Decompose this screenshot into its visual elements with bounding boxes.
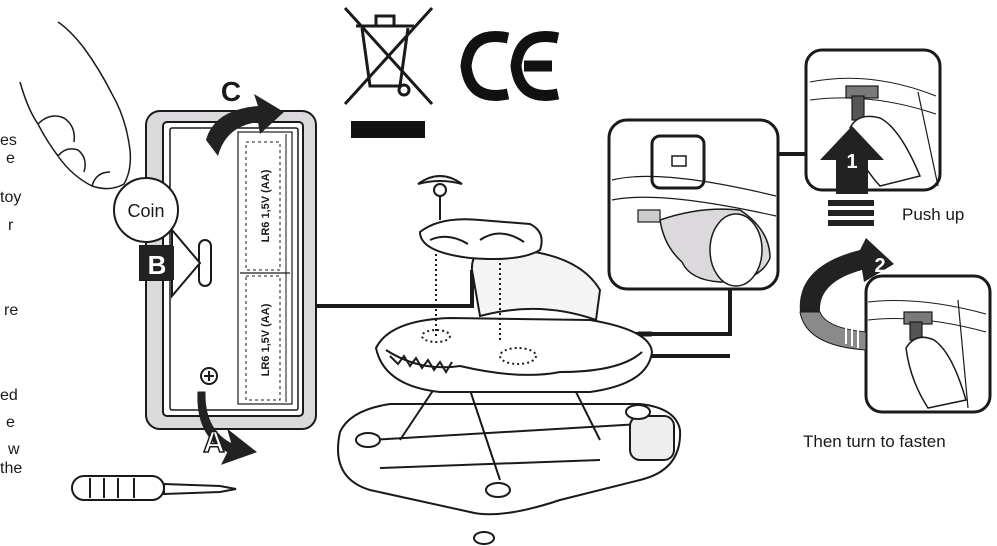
fragment-2: e	[6, 150, 15, 167]
ce-mark-icon	[460, 31, 560, 101]
arrow-c: C	[206, 76, 284, 156]
screwdriver-icon	[71, 475, 237, 501]
battery-label-top: LR6 1,5V (AA)	[260, 169, 272, 242]
arrow-a: A	[197, 391, 258, 465]
push-up-caption: Push up	[902, 205, 965, 224]
arrow-b: B	[139, 227, 202, 299]
fragment-9: the	[0, 460, 23, 477]
step-a-label: A	[203, 426, 225, 459]
weee-crossed-bin-icon	[343, 6, 434, 106]
turn-to-fasten-caption: Then turn to fasten	[803, 432, 946, 451]
step-1-label: 1	[846, 151, 857, 173]
fragment-8: w	[8, 441, 20, 458]
detail-inset-tray	[607, 118, 780, 291]
fragment-6: ed	[0, 387, 18, 404]
detail-inset-push-up	[804, 48, 942, 192]
turn-arrow: 2	[799, 238, 894, 351]
push-up-arrow: 1	[820, 126, 884, 226]
fragment-3: toy	[0, 189, 22, 206]
weee-bar	[351, 121, 425, 138]
walker-illustration	[337, 175, 682, 545]
fragment-7: e	[6, 414, 15, 431]
step-c-label: C	[221, 76, 241, 107]
detail-inset-turn	[864, 274, 992, 414]
step-2-label: 2	[874, 255, 885, 277]
coin-icon: Coin	[113, 177, 179, 243]
battery-compartment: LR6 1,5V (AA) LR6 1,5V (AA)	[145, 110, 317, 430]
battery-label-bottom: LR6 1,5V (AA)	[260, 303, 272, 376]
step-b-label: B	[148, 250, 167, 280]
coin-label: Coin	[127, 201, 164, 221]
fragment-1: es	[0, 132, 17, 149]
fragment-5: re	[4, 302, 19, 319]
hand-icon	[19, 21, 132, 190]
fragment-4: r	[8, 217, 14, 234]
